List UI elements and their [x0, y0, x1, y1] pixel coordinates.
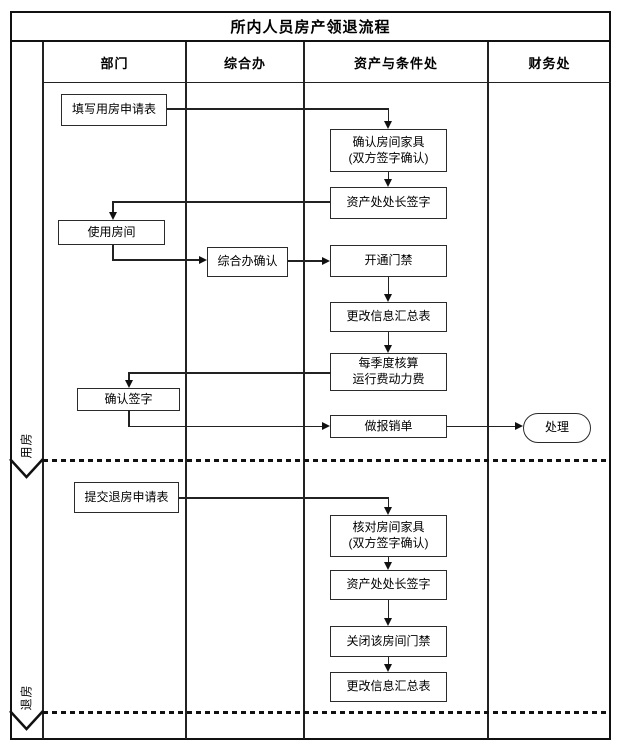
arrowhead-right-icon: [322, 422, 330, 430]
phase-separator-use: [43, 459, 611, 462]
node-quarterly-fee-calc: 每季度核算 运行费动力费: [330, 353, 447, 391]
phase-chevron-return-icon: [9, 710, 44, 731]
lane-divider-dept-office: [185, 42, 187, 739]
node-check-furniture: 核对房间家具 (双方签字确认): [330, 515, 447, 557]
arrowhead-down-icon: [384, 179, 392, 187]
node-process-terminator: 处理: [523, 413, 591, 443]
connector-line: [387, 600, 390, 618]
node-update-summary-use: 更改信息汇总表: [330, 302, 447, 332]
connector-line: [288, 260, 322, 262]
lane-header-divider: [43, 81, 611, 83]
lane-divider-office-assets: [303, 42, 305, 739]
node-confirm-sign: 确认签字: [77, 388, 180, 411]
arrowhead-down-icon: [384, 664, 392, 672]
connector-line: [112, 201, 331, 203]
connector-line: [128, 410, 130, 427]
node-fill-use-form: 填写用房申请表: [61, 94, 167, 126]
phase-label-use: 用房: [19, 431, 34, 459]
phase-separator-return: [43, 711, 611, 714]
arrowhead-down-icon: [384, 294, 392, 302]
lane-header-office: 综合办: [223, 56, 266, 71]
arrowhead-down-icon: [384, 121, 392, 129]
arrowhead-right-icon: [515, 422, 523, 430]
arrowhead-right-icon: [199, 255, 207, 264]
arrowhead-down-icon: [108, 212, 117, 220]
connector-line: [387, 497, 390, 508]
node-update-summary-return: 更改信息汇总表: [330, 672, 447, 702]
connector-line: [387, 332, 390, 345]
connector-line: [112, 259, 200, 261]
arrowhead-right-icon: [322, 256, 330, 265]
diagram-title: 所内人员房产领退流程: [230, 19, 391, 36]
connector-line: [387, 277, 390, 294]
arrowhead-down-icon: [124, 380, 133, 388]
node-close-door-access: 关闭该房间门禁: [330, 626, 447, 657]
lane-divider-phase: [42, 42, 44, 739]
node-open-door-access: 开通门禁: [330, 245, 447, 277]
phase-label-return: 退房: [19, 683, 34, 711]
lane-header-assets: 资产与条件处: [353, 56, 438, 71]
connector-line: [179, 497, 389, 499]
connector-line: [112, 245, 114, 261]
arrowhead-down-icon: [384, 507, 392, 515]
connector-line: [112, 201, 114, 213]
arrowhead-down-icon: [384, 562, 392, 570]
connector-line: [447, 425, 515, 428]
connector-line: [128, 425, 323, 428]
connector-line: [167, 108, 389, 110]
node-use-room: 使用房间: [58, 220, 165, 245]
title-divider: [10, 40, 611, 42]
connector-line: [128, 372, 130, 381]
node-asset-director-sign-use: 资产处处长签字: [330, 187, 447, 219]
node-make-reimbursement: 做报销单: [330, 415, 447, 438]
lane-header-finance: 财务处: [528, 56, 571, 71]
arrowhead-down-icon: [384, 618, 392, 626]
node-office-confirm: 综合办确认: [207, 247, 288, 277]
node-confirm-furniture: 确认房间家具 (双方签字确认): [330, 129, 447, 172]
connector-line: [387, 172, 390, 180]
connector-line: [387, 108, 390, 123]
lane-divider-assets-finance: [487, 42, 489, 739]
lane-header-dept: 部门: [100, 56, 129, 71]
node-submit-return-form: 提交退房申请表: [74, 482, 179, 513]
connector-line: [387, 657, 390, 665]
arrowhead-down-icon: [384, 345, 392, 353]
connector-line: [387, 557, 390, 563]
phase-chevron-use-icon: [9, 458, 44, 479]
diagram-frame: [10, 11, 611, 740]
node-asset-director-sign-return: 资产处处长签字: [330, 570, 447, 600]
connector-line: [128, 372, 332, 374]
